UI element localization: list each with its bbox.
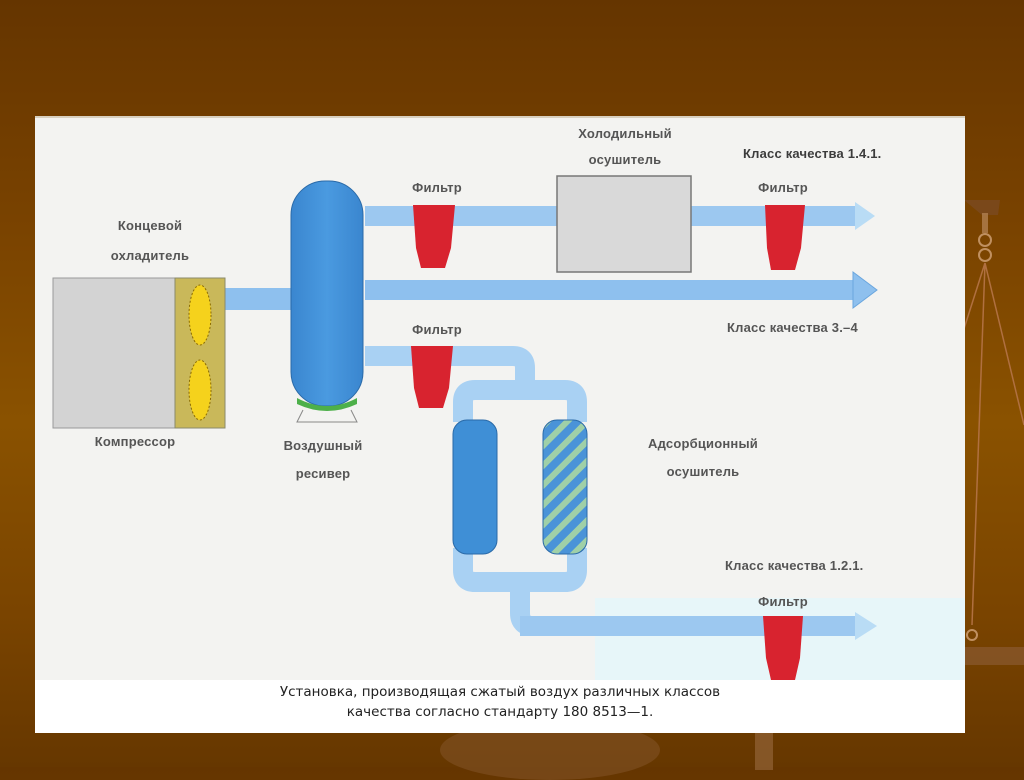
caption-line-1: Установка, производящая сжатый воздух ра… (279, 684, 721, 700)
refrigerated-dryer (556, 175, 692, 273)
adsorption-dryer-label-2: осушитель (666, 464, 740, 479)
adsorption-dryer (452, 419, 588, 555)
caption-area (35, 680, 965, 733)
compressor-label: Компрессор (94, 434, 176, 449)
filter-top (413, 205, 455, 268)
filter-mid-label: Фильтр (412, 322, 462, 337)
air-receiver (290, 180, 364, 423)
adsorber-tower-left (452, 419, 498, 555)
arrow-middle (852, 271, 878, 309)
quality-class-141-label: Класс качества 1.4.1. (743, 146, 882, 161)
refrigerated-dryer-label-2: осушитель (588, 152, 662, 167)
compressor-unit (52, 277, 226, 429)
filter-bottom (763, 616, 803, 680)
filter-bottom-label: Фильтр (758, 594, 808, 609)
caption-line-2: качества согласно стандарту 180 8513—1. (346, 704, 654, 720)
filter-right-top-label: Фильтр (758, 180, 808, 195)
compressor-body (52, 277, 176, 429)
receiver-label-2: ресивер (295, 466, 351, 481)
pipe-compressor-to-receiver (223, 288, 293, 310)
arrow-bottom (855, 612, 877, 640)
filter-right-top (765, 205, 805, 270)
arrow-top (855, 202, 875, 230)
refrigerated-dryer-label-1: Холодильный (578, 126, 672, 141)
post-decoration (755, 730, 773, 770)
filter-mid (411, 346, 453, 408)
filter-top-label: Фильтр (412, 180, 462, 195)
fan-icon (188, 284, 212, 421)
aftercooler-label-1: Концевой (117, 218, 183, 233)
quality-class-34-label: Класс качества 3.–4 (727, 320, 858, 335)
scale-decoration-icon (960, 200, 1024, 665)
receiver-label-1: Воздушный (283, 438, 363, 453)
compressed-air-system-diagram (52, 175, 965, 680)
aftercooler-label-2: охладитель (110, 248, 190, 263)
quality-class-121-label: Класс качества 1.2.1. (725, 558, 864, 573)
pipe-to-adsorber (365, 346, 587, 422)
filters (411, 205, 805, 680)
adsorber-tower-right (542, 419, 588, 555)
diagram-panel: Концевой охладитель Компрессор Воздушный… (35, 116, 965, 733)
adsorption-dryer-label-1: Адсорбционный (648, 436, 758, 451)
pipe-middle-line (365, 280, 855, 300)
